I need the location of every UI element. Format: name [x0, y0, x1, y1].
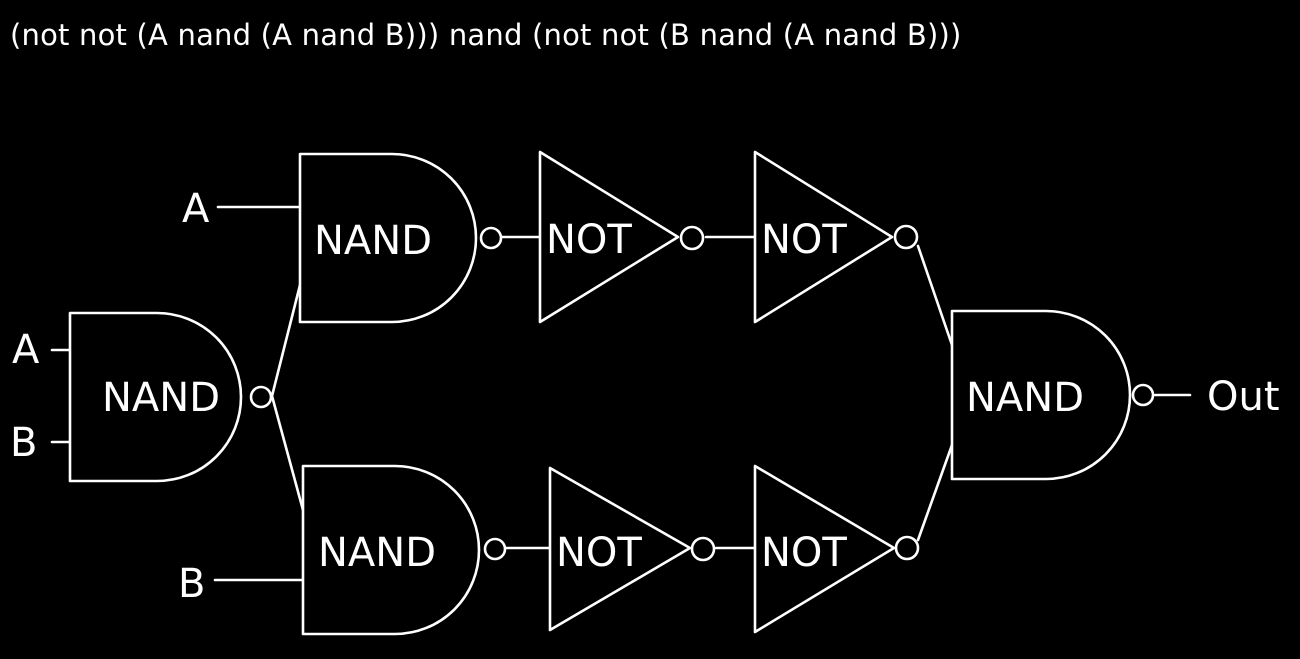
inverter-bubble — [1131, 383, 1155, 407]
not-gate-top-2: NOT — [753, 150, 919, 324]
wire-not-bottom-2-to-nand-output — [916, 443, 954, 542]
inverter-bubble — [690, 536, 716, 562]
inverter-bubble — [479, 226, 503, 250]
inverter-bubble — [679, 225, 705, 251]
gate-label-not-top-1: NOT — [546, 217, 632, 263]
nand-gate-bottom: NAND — [301, 464, 507, 636]
input-label-a-left: A — [12, 327, 40, 373]
inverter-bubble — [483, 537, 507, 561]
inverter-bubble — [894, 535, 920, 561]
wire-nand-left-to-nand-top — [270, 283, 302, 398]
wires — [50, 205, 1192, 582]
inverter-bubble — [249, 385, 273, 409]
gate-label-not-top-2: NOT — [761, 217, 847, 263]
wire-nand-left-to-nand-bottom — [270, 394, 305, 512]
not-gate-bottom-1: NOT — [548, 466, 716, 632]
gate-label-nand-output: NAND — [966, 375, 1084, 421]
inverter-bubble — [893, 224, 919, 250]
input-label-b-bottom: B — [178, 561, 205, 607]
not-gate-bottom-2: NOT — [753, 464, 920, 634]
input-label-b-left: B — [10, 420, 37, 466]
wire-not-top-2-to-nand-output — [916, 244, 954, 347]
gate-label-not-bottom-2: NOT — [761, 530, 847, 576]
not-gate-top-1: NOT — [538, 150, 705, 324]
gate-label-nand-top: NAND — [314, 218, 432, 264]
output-label: Out — [1207, 374, 1280, 420]
boolean-expression: (not not (A nand (A nand B))) nand (not … — [10, 18, 962, 52]
gate-label-nand-bottom: NAND — [318, 530, 436, 576]
input-label-a-top: A — [182, 186, 210, 232]
gate-label-nand-left: NAND — [102, 375, 220, 421]
nand-gate-top: NAND — [298, 152, 503, 324]
nand-gate-left: NAND — [68, 311, 273, 483]
gate-label-not-bottom-1: NOT — [556, 530, 642, 576]
nand-gate-output: NAND — [950, 309, 1155, 481]
